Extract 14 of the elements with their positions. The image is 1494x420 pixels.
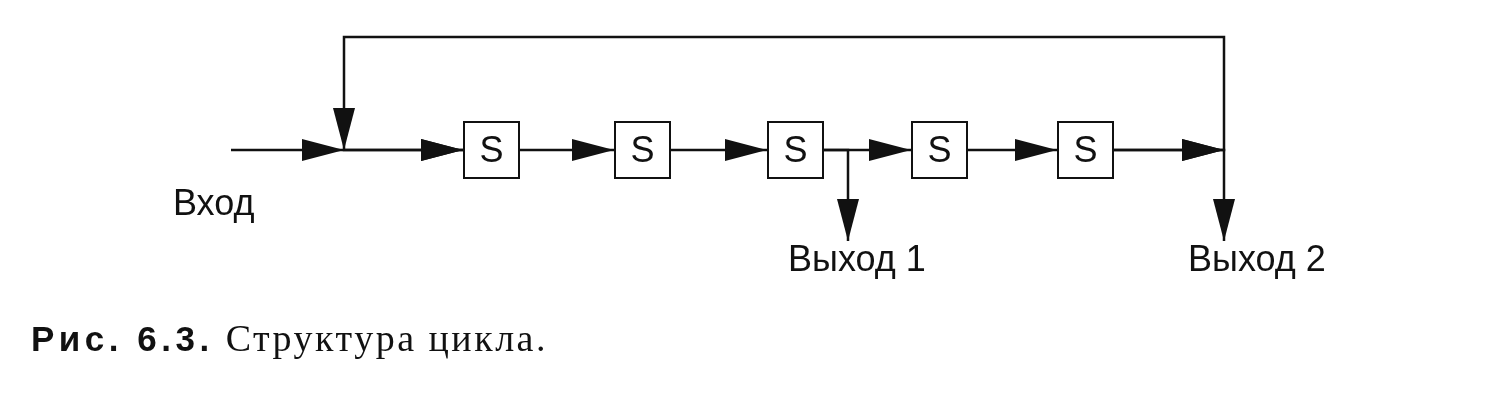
arrow bbox=[671, 139, 767, 161]
process-box: S bbox=[614, 121, 671, 179]
figure-caption: Рис. 6.3. Структура цикла. bbox=[31, 318, 548, 360]
process-box: S bbox=[1057, 121, 1114, 179]
input-label: Вход bbox=[173, 185, 255, 221]
output-label: Выход 1 bbox=[788, 241, 926, 277]
process-box: S bbox=[463, 121, 520, 179]
process-box: S bbox=[767, 121, 824, 179]
arrow bbox=[968, 139, 1057, 161]
output-label: Выход 2 bbox=[1188, 241, 1326, 277]
arrow bbox=[333, 35, 1226, 161]
arrow bbox=[520, 139, 614, 161]
process-box: S bbox=[911, 121, 968, 179]
arrow bbox=[824, 148, 859, 241]
